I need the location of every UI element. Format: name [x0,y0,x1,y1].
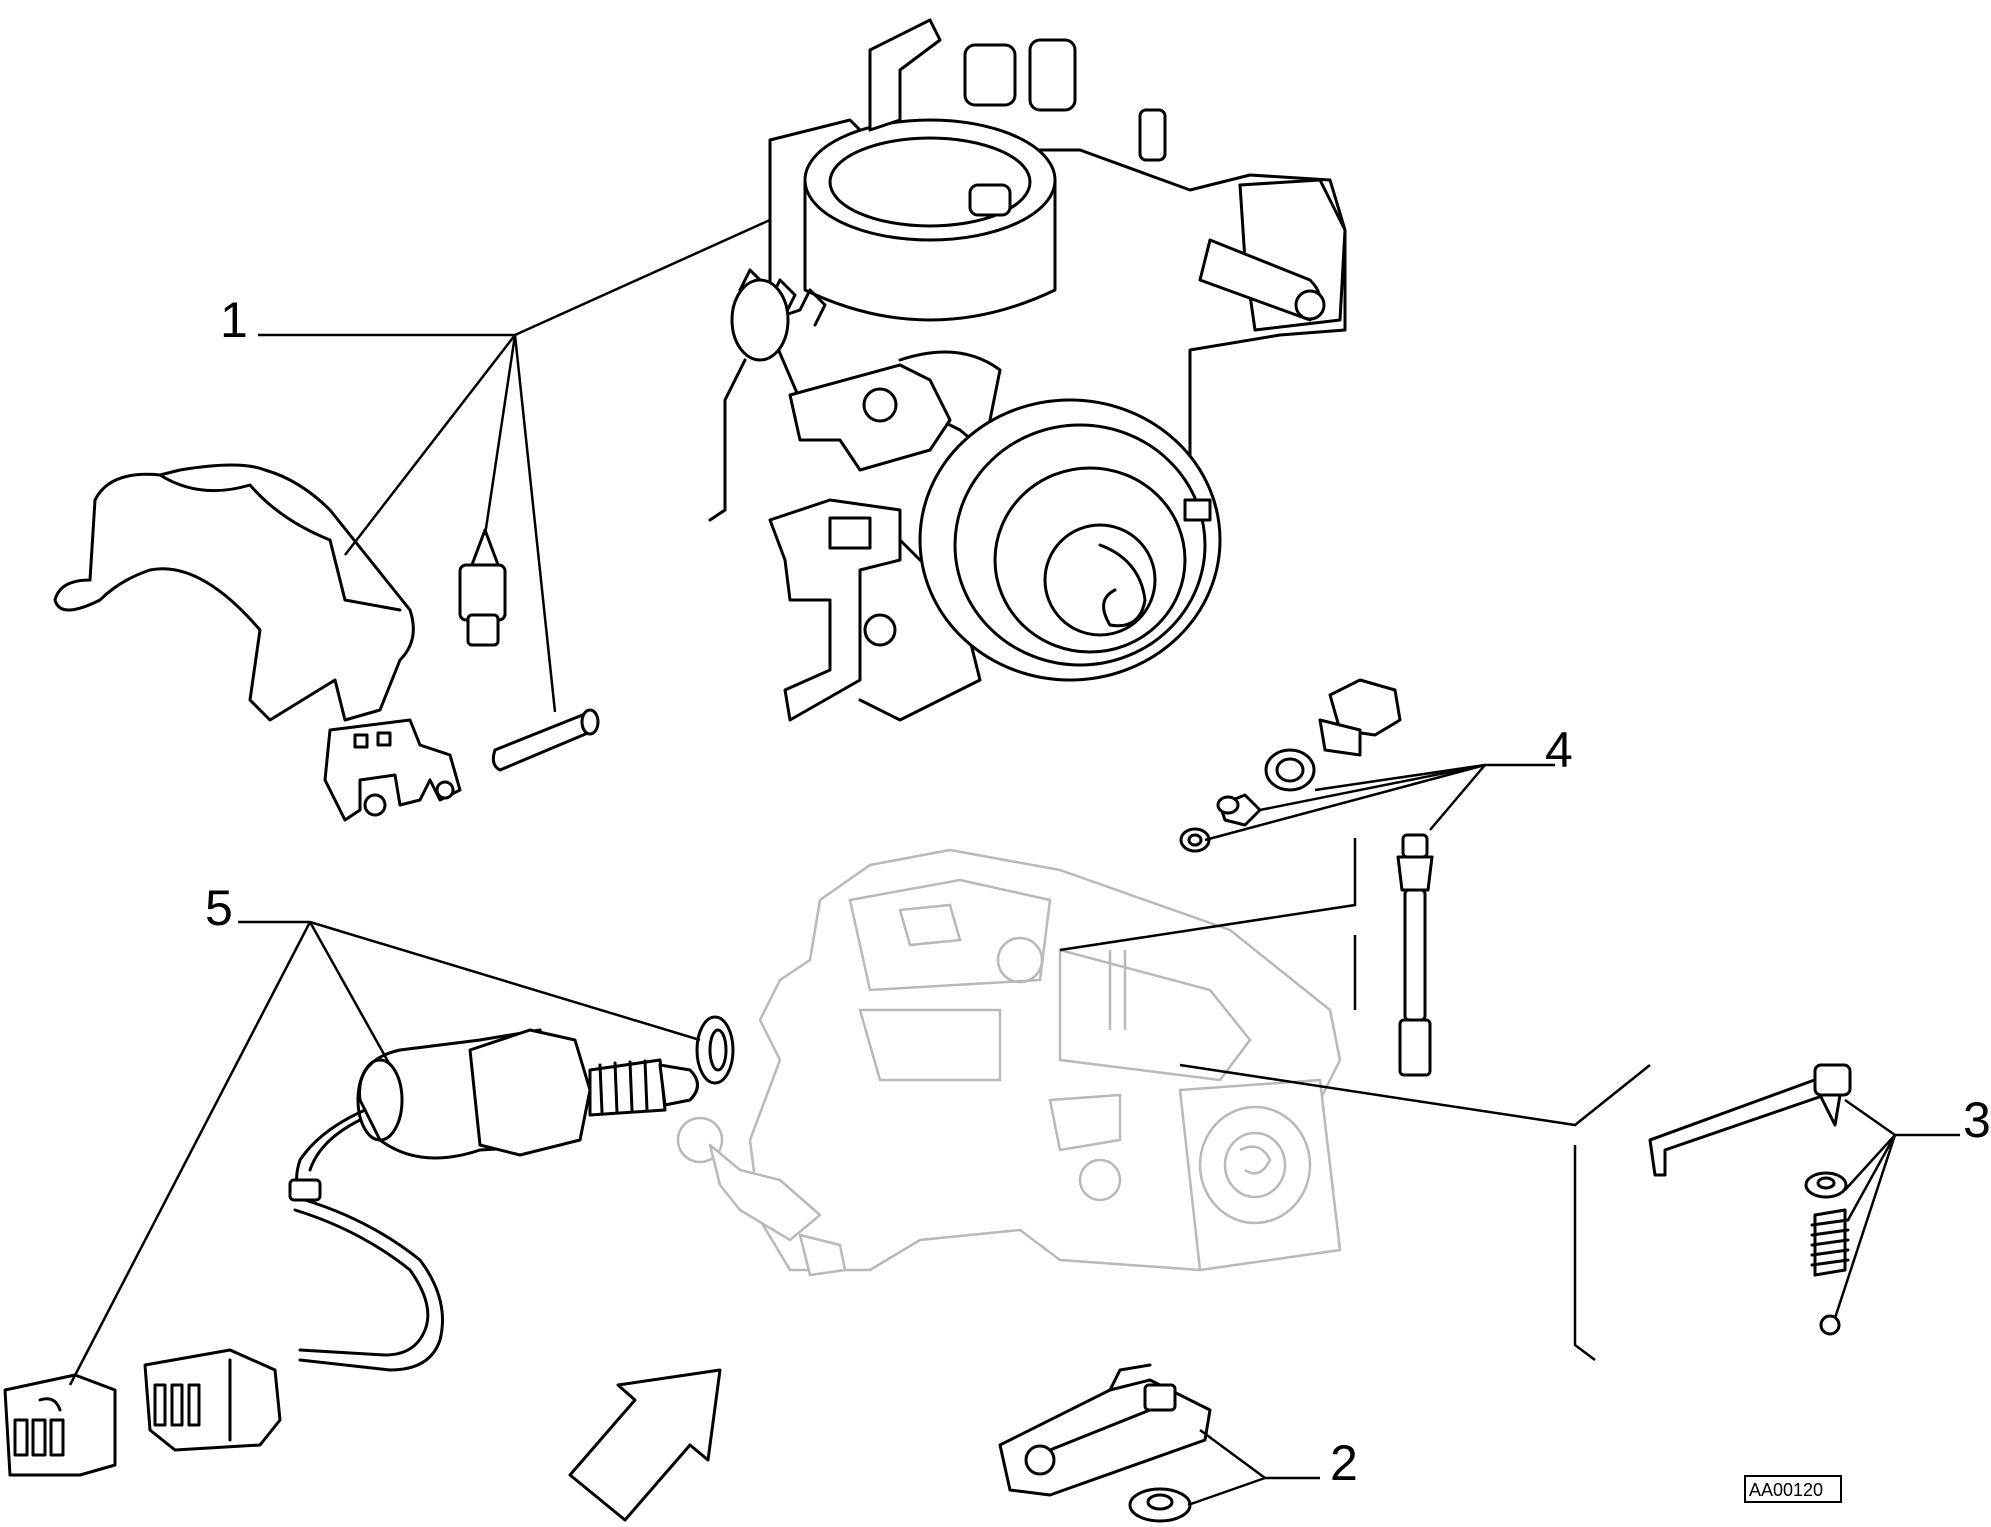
nipple-fitting [1216,793,1262,827]
direction-arrow [568,1368,722,1522]
coil-spring [1810,1208,1850,1277]
pin-part [458,528,507,647]
rod-part [491,708,600,772]
connector-plug [143,1348,282,1452]
carburettor-assembly [708,18,1347,722]
throttle-lever [998,1363,1212,1497]
cover-bracket [53,463,462,822]
small-ball [1819,1314,1841,1336]
lever-arm [1648,1063,1852,1177]
callout-2: 2 [1330,1435,1358,1491]
callout-1: 1 [220,292,248,348]
jet-tube [1396,833,1434,1077]
drawing-code: AA00120 [1749,1480,1823,1500]
callout-4: 4 [1545,722,1573,778]
drawing-code-box [1744,1475,1842,1503]
small-washer [1179,827,1211,853]
connector-socket [3,1373,117,1477]
callout-3: 3 [1963,1092,1991,1148]
seal-ring [695,1015,735,1085]
callout-5: 5 [205,880,233,936]
bolt-part [1318,678,1402,757]
cup-washer [1804,1171,1848,1199]
wiring-harness [288,1108,444,1372]
solenoid-valve [356,1028,699,1160]
float-chamber-ghost [676,848,1342,1277]
bushing [1128,1487,1192,1523]
leader-lines [68,218,1960,1507]
washer-ring [1264,748,1316,792]
